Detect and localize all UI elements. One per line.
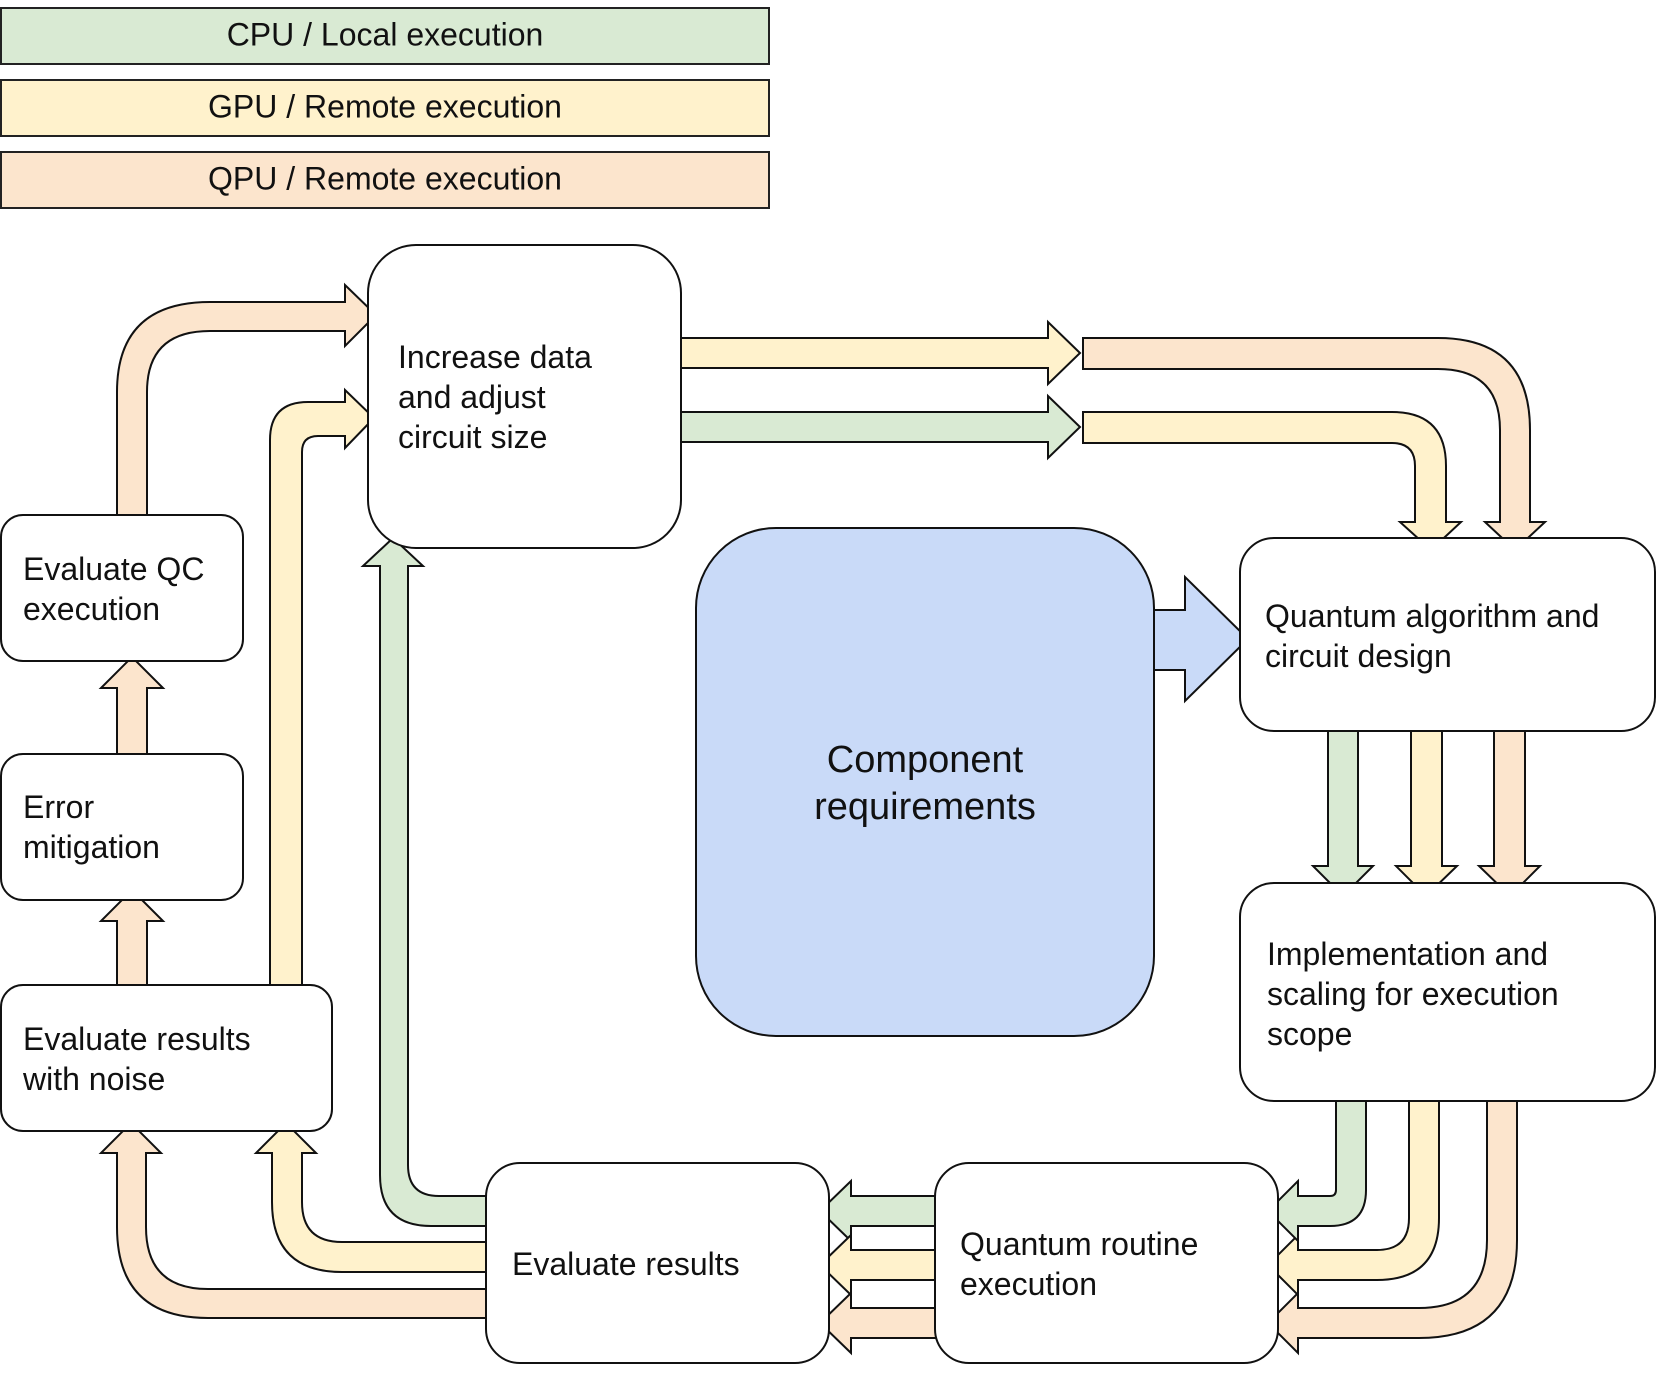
evaluate-results-box bbox=[485, 1162, 830, 1364]
legend-cpu-label: CPU / Local execution bbox=[227, 16, 544, 52]
evaluate-results-line-1: Evaluate results bbox=[512, 1246, 740, 1282]
evaluate-qc-box bbox=[0, 514, 244, 662]
arrow-gpu-implementation-to-routine bbox=[1266, 1097, 1440, 1298]
legend-qpu-label: QPU / Remote execution bbox=[208, 160, 562, 196]
arrow-qpu-algorithm-to-implementation bbox=[1476, 727, 1543, 898]
legend-qpu-swatch bbox=[0, 151, 770, 209]
routine-execution-line-1: Quantum routine bbox=[960, 1226, 1198, 1262]
component-requirements-node: Component requirements bbox=[695, 527, 1155, 1037]
arrow-gpu-routine-to-evaluate bbox=[818, 1232, 937, 1298]
arrow-gpu-evaluate-to-noise bbox=[253, 1121, 489, 1273]
node-implementation: Implementation and scaling for execution… bbox=[1239, 882, 1656, 1102]
legend-gpu-swatch bbox=[0, 79, 770, 137]
legend-cpu-swatch bbox=[0, 7, 770, 65]
error-mitigation-line-2: mitigation bbox=[23, 829, 160, 865]
legend-gpu-label: GPU / Remote execution bbox=[208, 88, 562, 124]
increase-data-line-3: circuit size bbox=[398, 419, 547, 455]
component-requirements-line-2: requirements bbox=[814, 786, 1036, 828]
arrow-qpu-noise-to-mitigation bbox=[98, 888, 166, 986]
error-mitigation-box bbox=[0, 753, 244, 901]
arrow-cpu-algorithm-to-implementation bbox=[1310, 727, 1376, 898]
arrow-qpu-implementation-to-routine bbox=[1266, 1097, 1518, 1356]
implementation-box bbox=[1239, 882, 1656, 1102]
node-algorithm-design: Quantum algorithm and circuit design bbox=[1239, 537, 1656, 732]
arrow-gpu-increase-right bbox=[677, 319, 1082, 387]
arrows bbox=[98, 282, 1548, 1356]
implementation-line-2: scaling for execution bbox=[1267, 976, 1559, 1012]
increase-data-box bbox=[367, 244, 682, 549]
arrow-qpu-routine-to-evaluate bbox=[818, 1290, 937, 1356]
arrow-gpu-evalnoise-to-increase bbox=[269, 387, 376, 986]
node-evaluate-noise: Evaluate results with noise bbox=[0, 984, 333, 1132]
component-requirements-box bbox=[695, 527, 1155, 1037]
arrow-gpu-algorithm-to-implementation bbox=[1393, 727, 1460, 898]
implementation-line-1: Implementation and bbox=[1267, 936, 1548, 972]
error-mitigation-line-1: Error bbox=[23, 789, 94, 825]
algorithm-design-box bbox=[1239, 537, 1656, 732]
increase-data-line-2: and adjust bbox=[398, 379, 546, 415]
increase-data-line-1: Increase data bbox=[398, 339, 592, 375]
arrow-qpu-evalqc-to-increase bbox=[116, 282, 378, 516]
arrow-component-to-algorithm bbox=[1144, 574, 1250, 704]
evaluate-noise-box bbox=[0, 984, 333, 1132]
arrow-cpu-increase-right bbox=[677, 393, 1082, 461]
arrow-cpu-evaluate-to-increase bbox=[360, 536, 489, 1227]
arrow-qpu-mitigation-to-evalqc bbox=[98, 655, 166, 757]
implementation-line-3: scope bbox=[1267, 1016, 1352, 1052]
routine-execution-box bbox=[934, 1162, 1279, 1364]
arrow-cpu-implementation-to-routine bbox=[1266, 1097, 1367, 1244]
evaluate-noise-line-1: Evaluate results bbox=[23, 1021, 251, 1057]
evaluate-noise-line-2: with noise bbox=[22, 1061, 165, 1097]
arrow-cpu-routine-to-evaluate bbox=[818, 1178, 937, 1244]
component-requirements-line-1: Component bbox=[827, 739, 1024, 781]
arrow-qpu-evaluate-to-noise bbox=[98, 1121, 489, 1319]
node-evaluate-qc: Evaluate QC execution bbox=[0, 514, 244, 662]
algorithm-design-line-2: circuit design bbox=[1265, 638, 1452, 674]
arrow-gpu-to-algorithm bbox=[1082, 411, 1464, 552]
arrow-qpu-to-algorithm bbox=[1082, 337, 1548, 552]
node-evaluate-results: Evaluate results bbox=[485, 1162, 830, 1364]
routine-execution-line-2: execution bbox=[960, 1266, 1097, 1302]
evaluate-qc-line-1: Evaluate QC bbox=[23, 551, 204, 587]
node-error-mitigation: Error mitigation bbox=[0, 753, 244, 901]
evaluate-qc-line-2: execution bbox=[23, 591, 160, 627]
algorithm-design-line-1: Quantum algorithm and bbox=[1265, 598, 1599, 634]
legend: CPU / Local execution GPU / Remote execu… bbox=[0, 7, 770, 209]
node-increase-data: Increase data and adjust circuit size bbox=[367, 244, 682, 549]
node-routine-execution: Quantum routine execution bbox=[934, 1162, 1279, 1364]
